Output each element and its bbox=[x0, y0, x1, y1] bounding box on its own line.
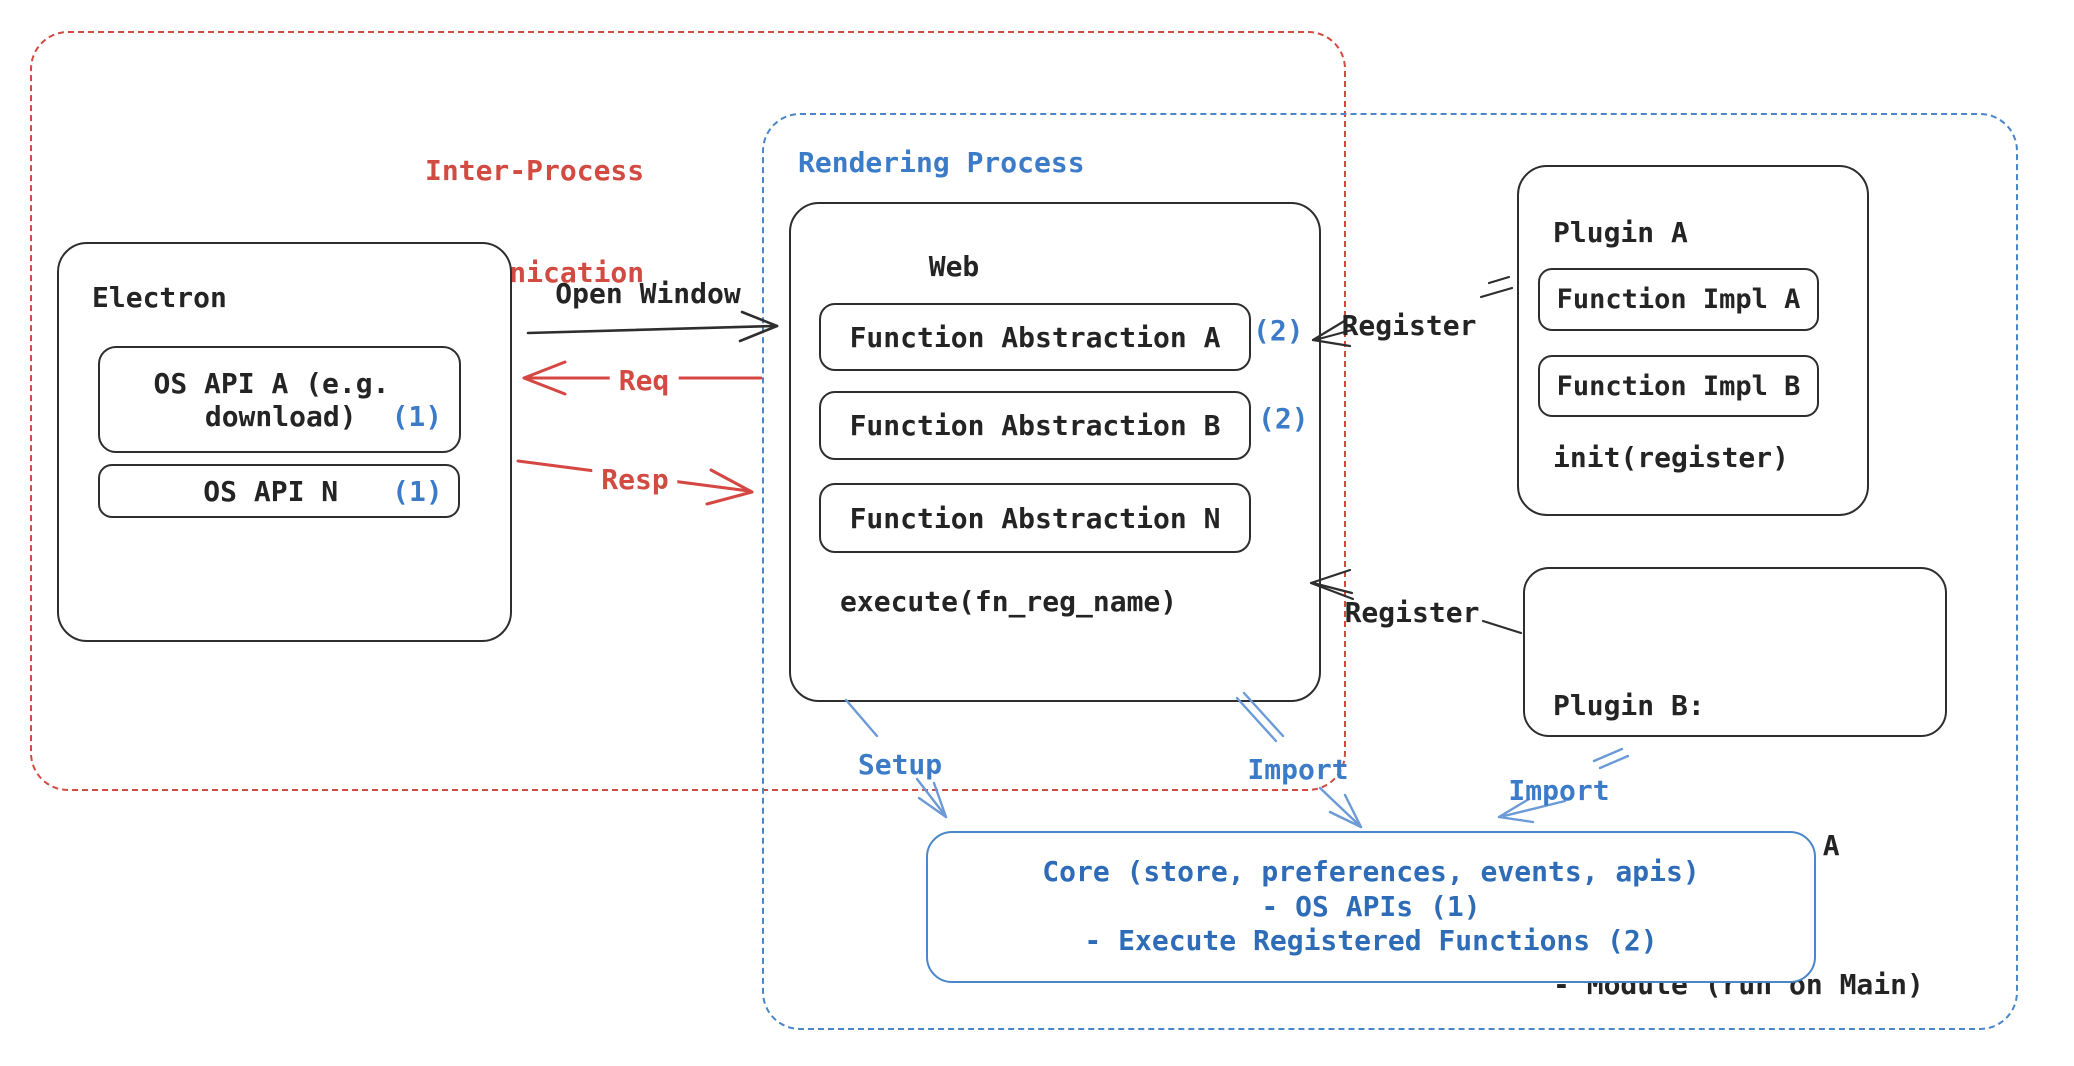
function-impl-a-box: Function Impl A bbox=[1538, 268, 1819, 331]
req-label: Req bbox=[609, 364, 679, 398]
rendering-process-title: Rendering Process bbox=[798, 146, 1085, 179]
core-line3: - Execute Registered Functions (2) bbox=[1084, 924, 1658, 958]
plugin-a-title: Plugin A bbox=[1553, 216, 1688, 249]
os-api-a-badge: (1) bbox=[391, 399, 443, 433]
ipc-title-line1: Inter-Process bbox=[425, 154, 645, 187]
function-abstraction-n-box: Function Abstraction N bbox=[819, 483, 1251, 553]
os-api-a-box: OS API A (e.g. download) (1) bbox=[98, 346, 461, 453]
function-abstraction-a-box: Function Abstraction A bbox=[819, 303, 1251, 371]
register-top-label: Register bbox=[1341, 309, 1477, 342]
import-plugin-b-label: Import bbox=[1508, 774, 1610, 807]
ipc-group-frame bbox=[30, 31, 1346, 791]
os-api-a-label-line2: download) bbox=[204, 399, 357, 433]
function-abstraction-a-badge: (2) bbox=[1253, 314, 1304, 347]
plugin-b-line1: Plugin B: bbox=[1553, 689, 1705, 722]
core-line2: - OS APIs (1) bbox=[1261, 889, 1481, 923]
execute-fn-label: execute(fn_reg_name) bbox=[840, 585, 1178, 618]
function-abstraction-n-label: Function Abstraction N bbox=[849, 501, 1221, 535]
os-api-n-label: OS API N bbox=[203, 474, 339, 508]
core-line1: Core (store, preferences, events, apis) bbox=[1042, 855, 1700, 889]
plugin-b-text: Plugin B: - Function Impl A - Module (ru… bbox=[1553, 590, 1924, 1066]
function-abstraction-b-badge: (2) bbox=[1258, 402, 1309, 435]
function-abstraction-a-label: Function Abstraction A bbox=[849, 320, 1221, 354]
resp-label: Resp bbox=[592, 463, 678, 497]
function-abstraction-b-label: Function Abstraction B bbox=[849, 409, 1221, 442]
os-api-a-label-line1: OS API A (e.g. bbox=[153, 366, 390, 400]
plugin-b-box bbox=[1523, 567, 1947, 737]
setup-label: Setup bbox=[857, 748, 943, 781]
function-impl-b-box: Function Impl B bbox=[1538, 355, 1819, 417]
function-impl-b-label: Function Impl B bbox=[1556, 370, 1801, 402]
electron-title: Electron bbox=[92, 281, 227, 314]
web-title: Web bbox=[928, 250, 980, 283]
rendering-process-frame bbox=[762, 113, 2018, 1030]
os-api-n-box: OS API N (1) bbox=[98, 464, 460, 518]
function-abstraction-b-box: Function Abstraction B bbox=[819, 391, 1251, 460]
os-api-n-badge: (1) bbox=[392, 474, 443, 508]
core-box: Core (store, preferences, events, apis) … bbox=[926, 831, 1816, 983]
open-window-label: Open Window bbox=[555, 277, 741, 310]
core-text: Core (store, preferences, events, apis) … bbox=[928, 833, 1814, 981]
plugin-a-box bbox=[1517, 165, 1869, 516]
import-web-label: Import bbox=[1247, 753, 1349, 786]
register-bottom-label: Register bbox=[1344, 596, 1480, 629]
function-impl-a-label: Function Impl A bbox=[1556, 284, 1801, 315]
plugin-a-init-label: init(register) bbox=[1553, 441, 1790, 474]
